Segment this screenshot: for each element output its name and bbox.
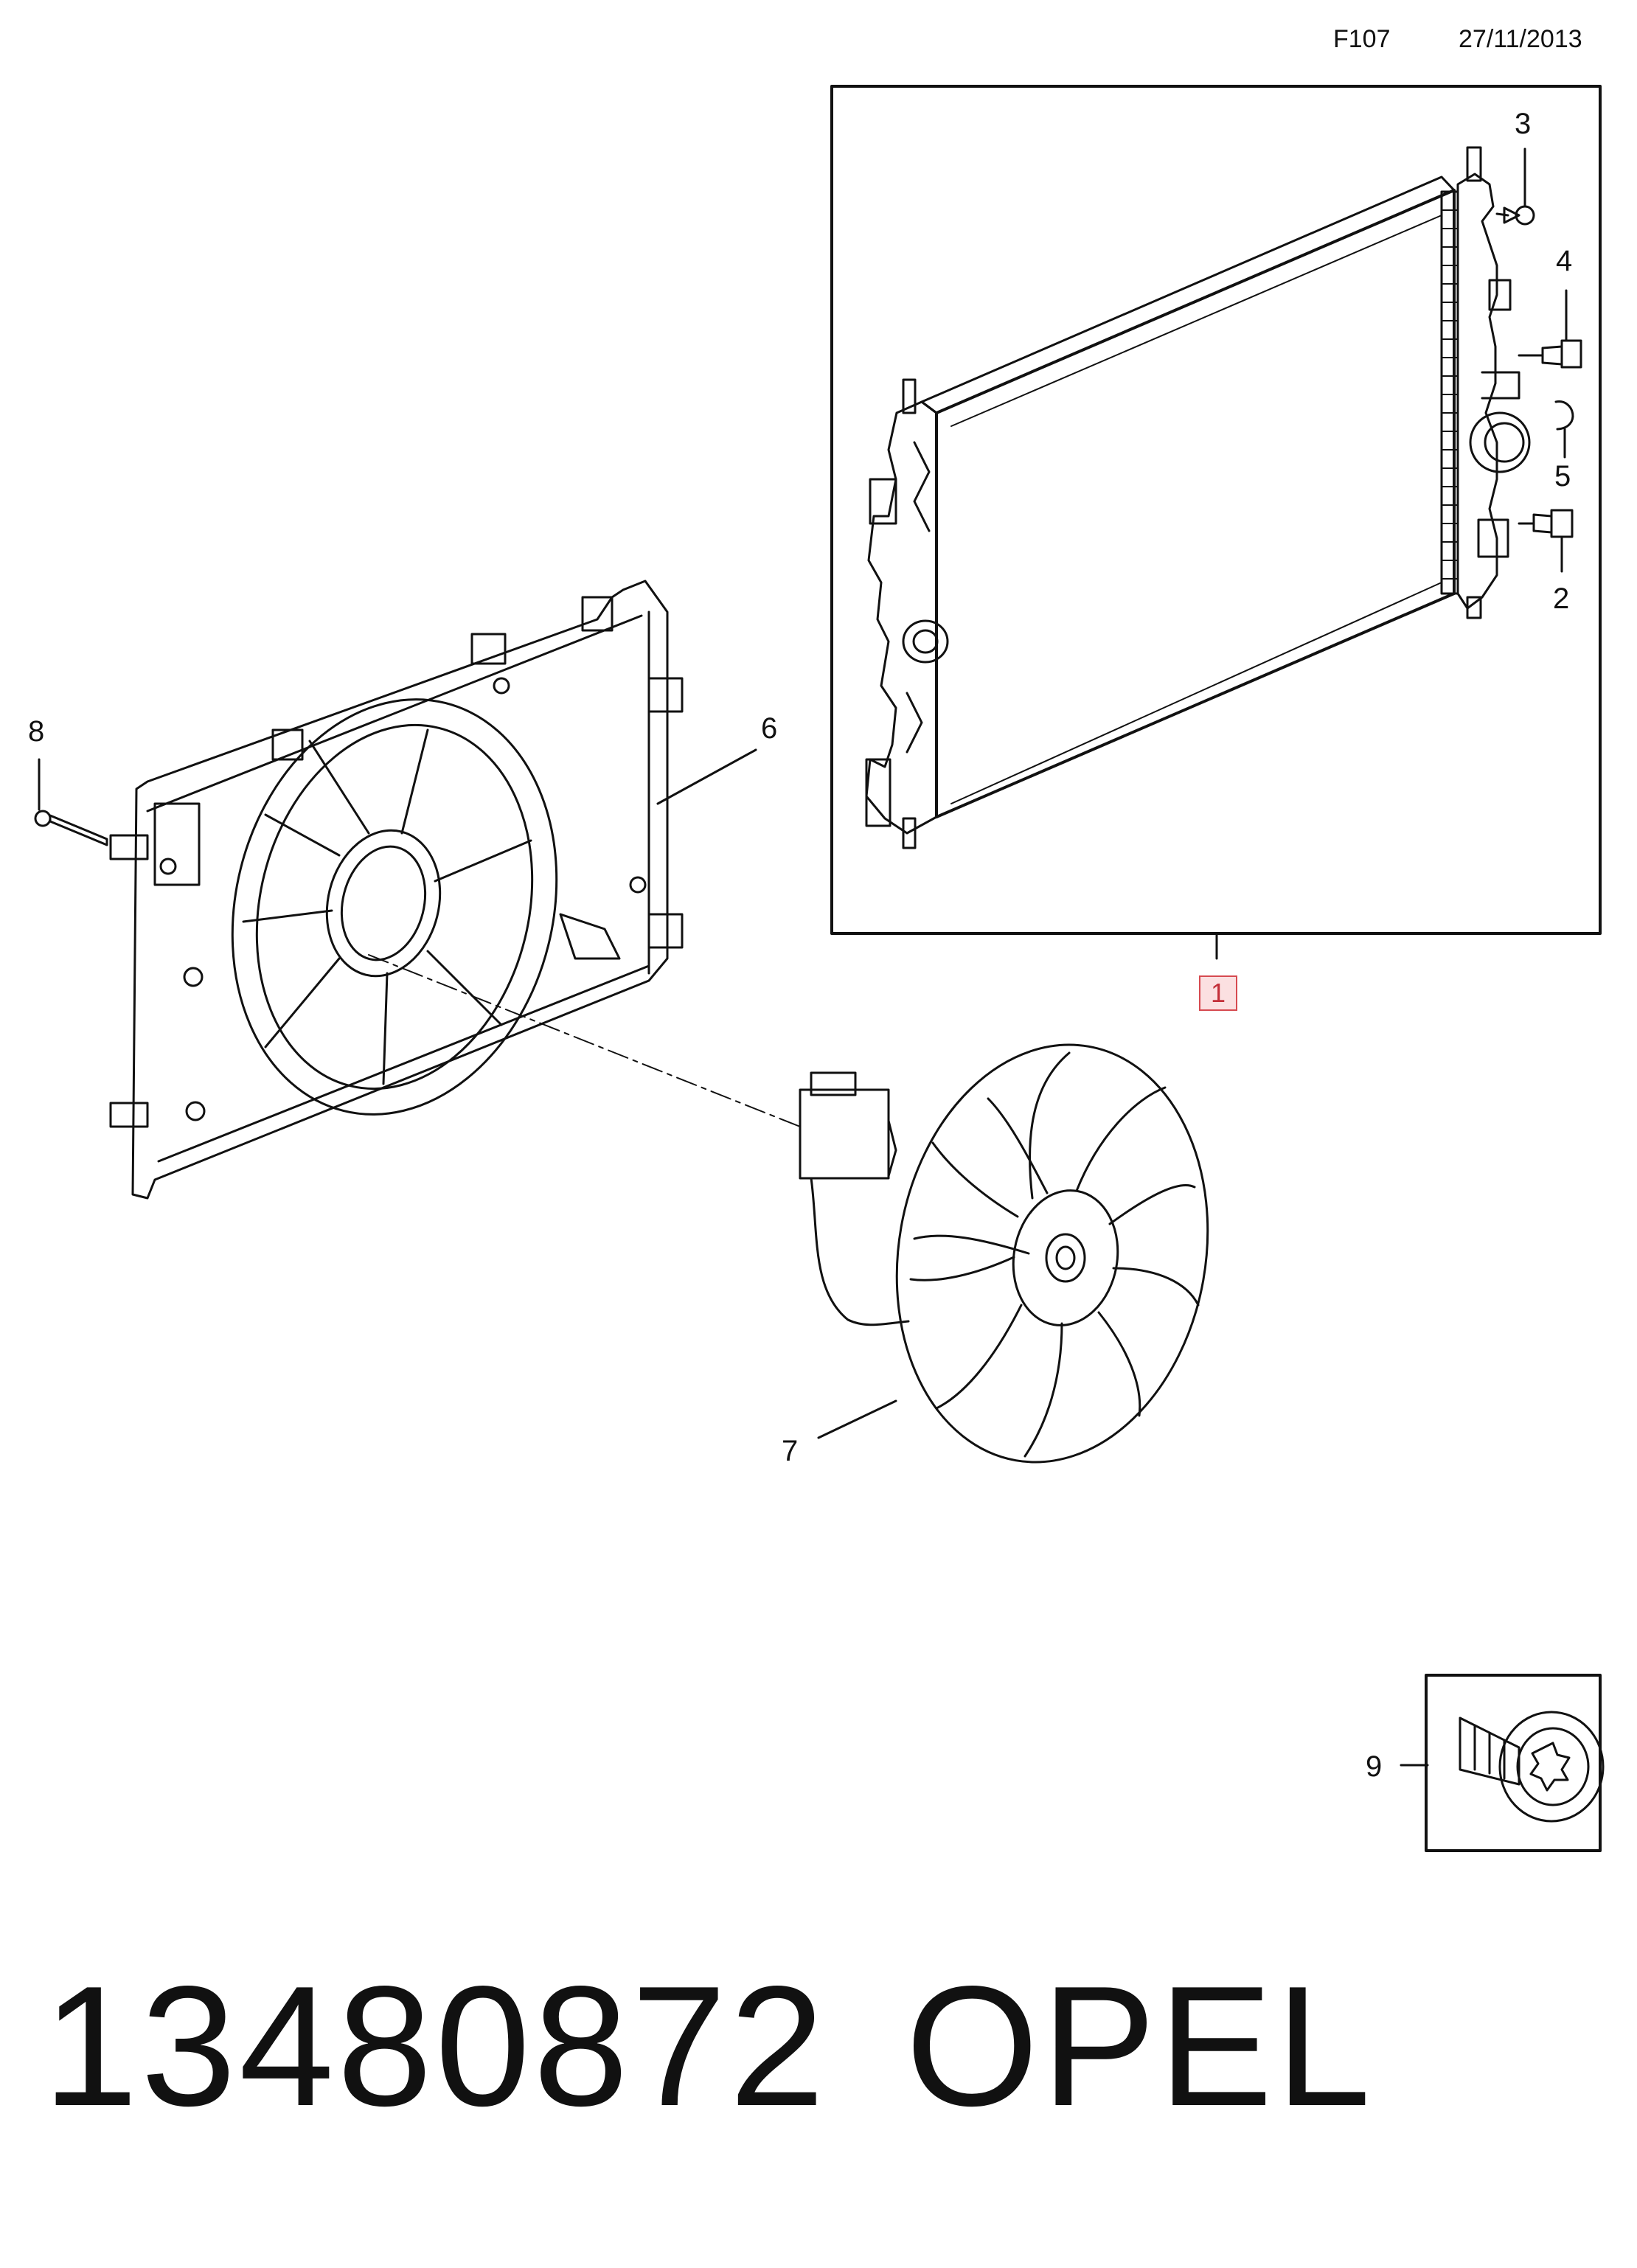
- callout-2[interactable]: 2: [1553, 582, 1570, 615]
- callout-5[interactable]: 5: [1554, 460, 1571, 493]
- callout-7[interactable]: 7: [782, 1435, 799, 1467]
- part-number: 13480872: [43, 1951, 828, 2142]
- screw-9-illustration: [1400, 1674, 1605, 1852]
- callout-4[interactable]: 4: [1556, 245, 1573, 277]
- brand-name: OPEL: [906, 1951, 1374, 2142]
- callout-1-highlighted[interactable]: 1: [1199, 975, 1237, 1011]
- callout-9[interactable]: 9: [1366, 1750, 1383, 1783]
- diagram-date: 27/11/2013: [1459, 25, 1582, 53]
- bolt-3-illustration: [1495, 147, 1535, 226]
- screw-8-illustration: [34, 758, 108, 846]
- fan-shroud-illustration: [109, 580, 757, 1200]
- radiator-illustration: [830, 85, 1602, 960]
- clip-5-illustration: [1554, 400, 1574, 459]
- sensor-2-illustration: [1518, 509, 1574, 573]
- diagram-code: F107: [1333, 25, 1391, 53]
- assembly-axis-line: [368, 954, 801, 1127]
- callout-3[interactable]: 3: [1515, 108, 1532, 140]
- callout-8[interactable]: 8: [28, 715, 45, 748]
- sensor-4-illustration: [1518, 289, 1582, 369]
- callout-6[interactable]: 6: [761, 712, 778, 745]
- cooling-fan-illustration: [799, 1043, 1209, 1464]
